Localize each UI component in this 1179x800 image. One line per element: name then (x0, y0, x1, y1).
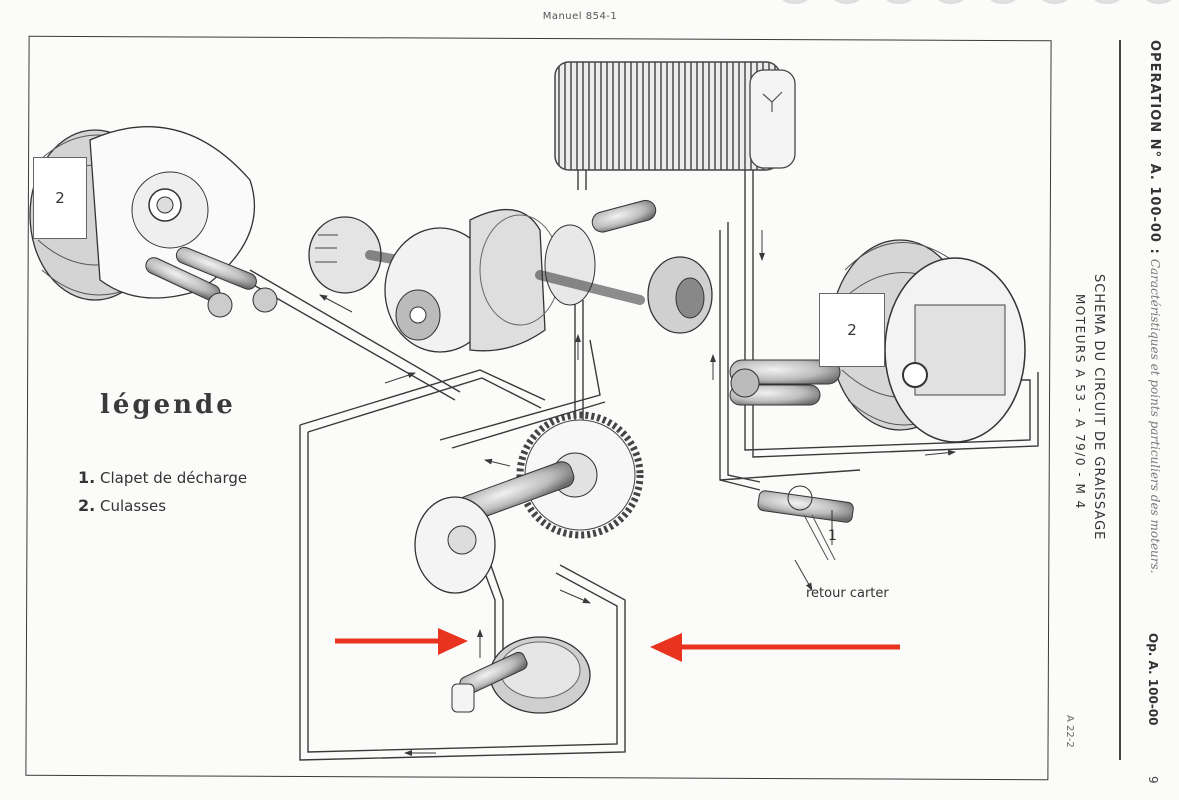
retour-carter-label: retour carter (806, 586, 889, 601)
callout-number: 2 (55, 189, 65, 207)
red-arrow-left (650, 633, 900, 662)
operation-label: OPERATION N° A. 100-00 : (1147, 40, 1162, 255)
pipe-right-head (719, 469, 861, 481)
schema-title: SCHEMA DU CIRCUIT DE GRAISSAGE (1091, 274, 1106, 541)
oil-cooler (554, 61, 796, 171)
pipe-left-upper (299, 369, 546, 426)
legend-item-label: Culasses (100, 497, 167, 515)
callout-cylinder-head-right: 2 (819, 293, 885, 367)
operation-heading: OPERATION N° A. 100-00 : Caractéristique… (1147, 40, 1162, 574)
flow-arrow (384, 372, 416, 384)
oil-strainer (451, 636, 591, 714)
legend-item-label: Clapet de décharge (100, 469, 248, 487)
camshaft-gear (414, 411, 644, 594)
figure-reference: A 22-2 (1064, 715, 1075, 748)
margin-rule (1119, 40, 1121, 760)
legend-item: 2. Culasses (78, 496, 247, 515)
manual-title: Manuel 854-1 (542, 11, 618, 22)
page-number: 9 (1146, 776, 1160, 784)
cylinder-head-right (729, 239, 1026, 443)
relief-valve (757, 485, 854, 561)
flow-arrows (319, 230, 956, 756)
red-highlight-arrows (335, 628, 900, 662)
callout-cylinder-head-left: 2 (33, 157, 87, 239)
legend-title: légende (100, 390, 236, 420)
flow-arrow (484, 458, 511, 467)
legend-item: 1. Clapet de décharge (78, 468, 247, 487)
binder-holes (780, 0, 1179, 6)
pipe-cam (439, 339, 601, 441)
pipe-to-left-head (249, 269, 461, 393)
schema-subtitle: MOTEURS A 53 - A 79/0 - M 4 (1073, 294, 1087, 510)
flow-arrow (559, 589, 591, 604)
legend-item-number: 2. (78, 496, 96, 515)
flow-arrow (319, 294, 353, 313)
red-arrow-right (335, 628, 468, 655)
cylinder-head-left (29, 126, 278, 318)
flow-arrow (924, 449, 956, 456)
crankshaft-assembly (308, 199, 713, 353)
legend-list: 1. Clapet de décharge 2. Culasses (78, 468, 247, 524)
operation-code: Op. A. 100-00 (1146, 633, 1160, 726)
legend-item-number: 1. (78, 468, 96, 487)
operation-subject: Caractéristiques et points particuliers … (1148, 258, 1162, 574)
pipe-main-left (299, 425, 626, 761)
relief-valve-marker: 1 (828, 528, 837, 544)
callout-number: 2 (847, 321, 857, 339)
flow-arrow (794, 559, 813, 591)
